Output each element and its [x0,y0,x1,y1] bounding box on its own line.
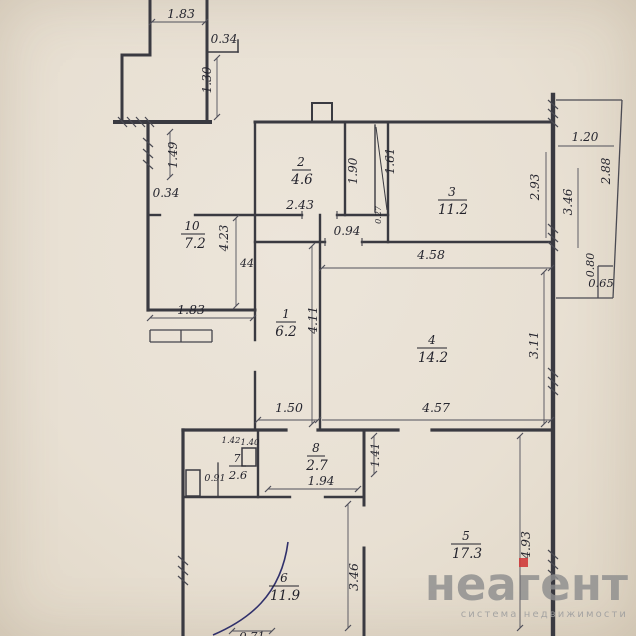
room-label-1: 1 6.2 [275,307,296,340]
dim-room8-height: 1.41 [369,443,382,468]
room-3-area: 11.2 [438,202,468,218]
room-4-number: 4 [427,333,436,347]
room-1-number: 1 [282,307,290,321]
room-label-3: 3 11.2 [438,185,468,218]
bay-outline [556,99,623,299]
room-label-8: 8 2.7 [305,441,328,474]
room-7-number: 7 [234,452,241,465]
dim-bay-step-b: 0.65 [588,276,614,290]
dim-hall-height: 4.23 [217,224,231,252]
dim-bottom-partial: 0.71 [239,629,265,636]
room-8-number: 8 [312,441,320,455]
dim-top-step: 0.34 [211,32,238,46]
room-5-area: 17.3 [452,546,482,562]
room-4-area: 14.2 [418,350,448,366]
dim-top-width: 1.83 [167,6,195,21]
vent-shaft [311,102,388,211]
room-label-10: 10 7.2 [181,219,206,252]
dim-left-pier: 0.34 [153,186,180,200]
room-2-number: 2 [296,155,305,169]
outer-walls [113,0,556,636]
dim-room1-width: 1.50 [275,400,303,415]
room-2-area: 4.6 [290,172,313,188]
brand-logo-text: неагент [425,558,628,611]
room-10-area: 7.2 [184,236,205,252]
room-6-number: 6 [280,571,288,585]
dim-bay-height: 2.88 [599,157,613,185]
brand-tagline: система недвижимости [461,609,628,620]
dim-bay-side: 3.46 [561,188,575,215]
dim-wc-b: 1.40 [241,438,261,448]
wall-hatching [117,99,559,586]
dimension-lines [146,18,614,635]
room-10-number: 10 [184,219,200,233]
room-1-area: 6.2 [275,324,296,340]
dim-room2-width: 2.43 [285,197,314,212]
room-label-5: 5 17.3 [451,529,482,562]
room-8-area: 2.7 [305,458,328,474]
dim-hall-width: 1.83 [177,302,205,317]
dim-shaft-depth: 0.27 [374,205,383,224]
dim-hall-note: 44 [239,257,254,270]
dim-room4-height: 3.11 [526,331,541,359]
dim-top-height: 1.30 [200,66,214,93]
dim-wc-c: 0.91 [204,473,225,484]
opening-ticks [301,211,363,246]
dim-room4-width: 4.57 [421,400,450,415]
room-label-7: 7 2.6 [228,452,247,482]
inner-walls [146,120,555,636]
dim-shaft-height: 1.61 [383,148,397,175]
room-label-6: 6 11.9 [269,571,300,604]
dim-room8-width: 1.94 [308,474,335,488]
door-swing-arc [212,541,289,636]
dim-room5-height: 4.93 [518,531,533,560]
dim-door-width: 0.94 [334,224,361,238]
dim-room3-window: 2.93 [528,173,542,201]
dim-room6-side: 3.46 [346,563,361,591]
dim-room1-height: 4.11 [305,306,320,335]
room-6-area: 11.9 [270,588,300,604]
dim-room4-top: 4.58 [416,247,445,262]
room-3-number: 3 [448,185,456,199]
dim-room2-height: 1.90 [346,157,360,184]
dimension-labels: 1.83 0.34 1.30 1.49 0.34 2.43 1.90 1.61 … [153,6,614,636]
watermark: неагент система недвижимости [425,558,628,620]
bath-fixtures [185,447,257,497]
room-7-area: 2.6 [228,468,247,482]
dim-bay-step-a: 0.80 [584,253,597,278]
dim-left-window: 1.49 [166,141,180,168]
window-symbol [149,329,213,343]
room-5-number: 5 [462,529,470,543]
room-label-2: 2 4.6 [290,155,313,188]
brand-accent-mark [519,558,528,567]
room-labels: 1 6.2 2 4.6 3 11.2 4 14.2 5 17.3 6 11.9 [181,155,482,604]
dim-bay-width: 1.20 [572,130,599,144]
room-label-4: 4 14.2 [417,333,448,366]
dim-wc-a: 1.42 [222,436,241,446]
